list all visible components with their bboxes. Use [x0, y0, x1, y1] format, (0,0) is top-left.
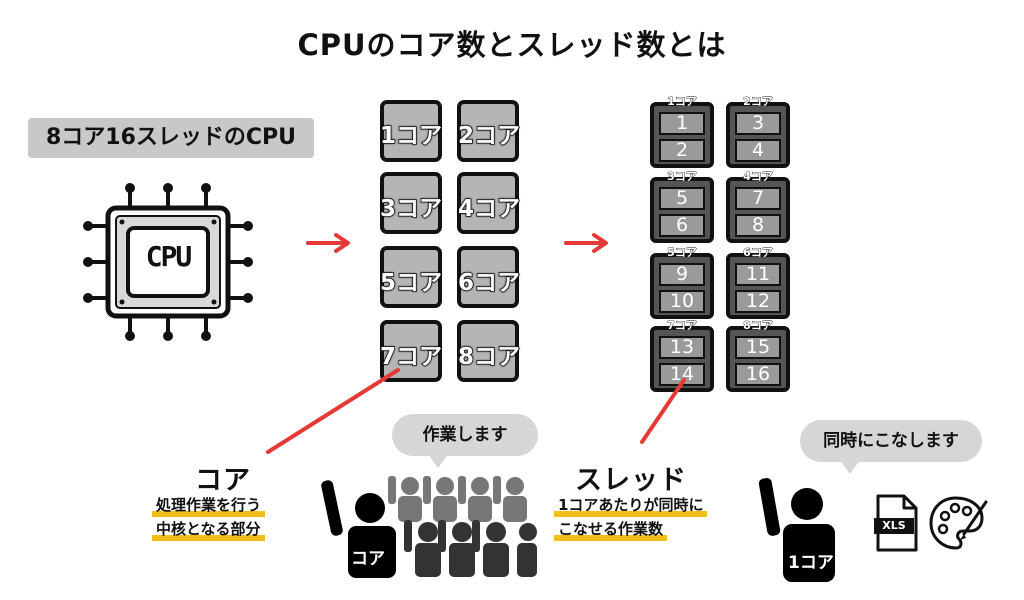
thread-cell: 7	[735, 187, 781, 210]
core-label: 6コア	[457, 269, 521, 297]
xls-file-icon	[874, 494, 918, 552]
core-box	[457, 246, 519, 308]
single-worker-icon	[758, 478, 835, 582]
thread-cell: 4	[735, 139, 781, 162]
thread-person-label: 1コア	[788, 553, 834, 573]
thread-core-caption: 8コア	[743, 319, 773, 333]
cpu-spec-label: 8コア16スレッドのCPU	[28, 118, 314, 158]
thread-cell: 11	[735, 263, 781, 286]
core-box	[457, 320, 519, 382]
core-heading: コア	[195, 465, 251, 496]
thread-core-caption: 3コア	[667, 170, 697, 184]
thread-core-box: 15 16	[726, 326, 790, 392]
thread-cell: 2	[659, 139, 705, 162]
arrow-right-icon	[306, 233, 350, 253]
thread-cell: 14	[659, 363, 705, 386]
thread-core-caption: 5コア	[667, 246, 697, 260]
arrow-right-icon	[564, 233, 608, 253]
core-box	[380, 246, 442, 308]
core-box	[457, 100, 519, 162]
core-box	[380, 320, 442, 382]
thread-core-box: 9 10	[650, 253, 714, 319]
cpu-chip-label: CPU	[145, 240, 193, 273]
core-box	[380, 100, 442, 162]
thread-core-box: 5 6	[650, 177, 714, 243]
thread-cell: 9	[659, 263, 705, 286]
thread-core-caption: 1コア	[667, 95, 697, 109]
core-desc-line2: 中核となる部分	[152, 518, 265, 541]
core-label: 3コア	[379, 195, 443, 223]
thread-core-caption: 4コア	[743, 170, 773, 184]
core-label: 7コア	[379, 343, 443, 371]
thread-heading: スレッド	[575, 465, 687, 496]
thread-core-box: 1 2	[650, 102, 714, 168]
core-label: 8コア	[457, 343, 521, 371]
workers-group-icon	[321, 476, 537, 578]
thread-cell: 8	[735, 214, 781, 237]
core-desc-line1: 処理作業を行う	[152, 494, 266, 517]
core-box	[457, 172, 519, 234]
thread-desc-line2: こなせる作業数	[554, 518, 668, 541]
thread-core-box: 11 12	[726, 253, 790, 319]
thread-speech-bubble: 同時にこなします	[800, 420, 982, 474]
thread-cell: 13	[659, 336, 705, 359]
thread-cell: 12	[735, 290, 781, 313]
paint-palette-icon	[929, 496, 988, 550]
cpu-chip-icon	[83, 183, 253, 341]
thread-core-box: 3 4	[726, 102, 790, 168]
thread-cell: 10	[659, 290, 705, 313]
thread-cell: 3	[735, 112, 781, 135]
thread-desc-line1: 1コアあたりが同時に	[554, 494, 708, 517]
thread-cell: 6	[659, 214, 705, 237]
xls-file-label: XLS	[882, 519, 906, 532]
core-speech-bubble: 作業します	[392, 414, 538, 468]
core-box	[380, 172, 442, 234]
thread-core-box: 7 8	[726, 177, 790, 243]
thread-cell: 1	[659, 112, 705, 135]
thread-core-caption: 7コア	[667, 319, 697, 333]
core-person-label: コア	[351, 549, 385, 569]
thread-cell: 16	[735, 363, 781, 386]
core-label: 2コア	[457, 122, 521, 150]
thread-cell: 15	[735, 336, 781, 359]
page-title: CPUのコア数とスレッド数とは	[297, 28, 727, 62]
thread-core-caption: 2コア	[743, 95, 773, 109]
core-label: 1コア	[379, 122, 443, 150]
core-label: 5コア	[379, 269, 443, 297]
thread-cell: 5	[659, 187, 705, 210]
core-label: 4コア	[457, 195, 521, 223]
thread-core-caption: 6コア	[743, 246, 773, 260]
